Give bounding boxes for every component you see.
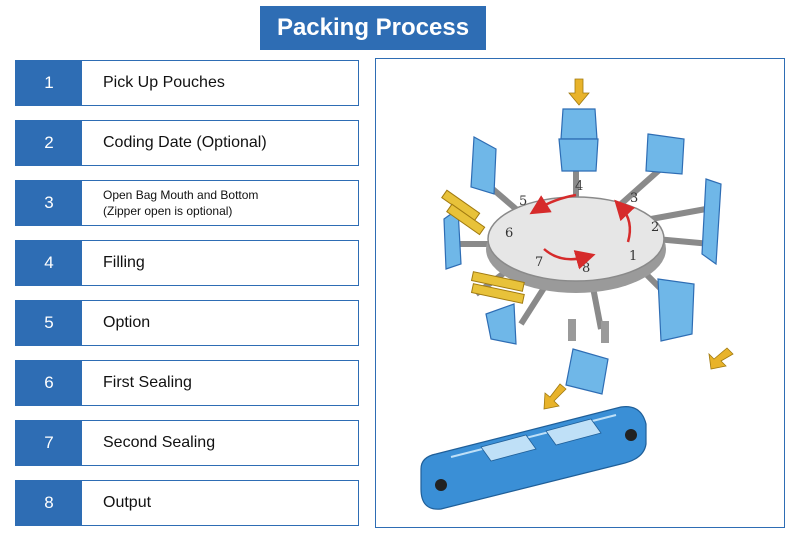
step-label: Coding Date (Optional) [103,134,267,152]
sealing-bar [470,283,525,304]
conveyor-belt [420,406,647,510]
step-number: 4 [16,241,82,285]
step-row-7: 7 Second Sealing [15,420,359,466]
station-number-7: 7 [535,255,543,270]
step-label-line-2: (Zipper open is optional) [103,204,233,218]
pouch-icon [558,138,599,172]
step-label: Second Sealing [103,434,216,452]
turntable [487,196,665,282]
station-number-2: 2 [651,220,659,235]
step-row-5: 5 Option [15,300,359,346]
rotation-arrow [543,248,596,270]
step-label: Pick Up Pouches [103,74,225,92]
sealing-bar [470,271,525,292]
sealing-bar [446,203,486,236]
step-label: Option [103,314,151,332]
step-row-6: 6 First Sealing [15,360,359,406]
step-number: 2 [16,121,82,165]
output-conveyor [420,406,647,510]
step-number: 6 [16,361,82,405]
step-row-2: 2 Coding Date (Optional) [15,120,359,166]
step-number: 5 [16,301,82,345]
step-label: Filling [103,254,145,272]
gripper [568,319,576,341]
station-pickup-pouch [560,108,598,140]
pouch-on-conveyor [480,434,537,462]
station-number-3: 3 [630,191,638,206]
rotation-arrow [614,199,636,243]
input-arrow-icon [708,347,734,370]
step-row-1: 1 Pick Up Pouches [15,60,359,106]
station-number-5: 5 [519,194,527,209]
station-second-sealing-pouch [485,303,517,345]
step-label: First Sealing [103,374,192,392]
step-row-3: 3 Open Bag Mouth and Bottom (Zipper open… [15,180,359,226]
conveyor-roller [625,429,637,441]
station-number-1: 1 [629,249,637,264]
output-pouch [565,348,609,395]
station-number-6: 6 [505,226,513,241]
station-coding-pouch [645,133,685,175]
step-label-line-1: Open Bag Mouth and Bottom [103,187,259,202]
rotation-arrow [529,193,577,215]
step-number: 7 [16,421,82,465]
station-number-4: 4 [575,179,583,194]
station-option-pouch [470,136,497,195]
diagram-svg: 1 2 3 4 5 6 7 8 [420,78,734,510]
step-row-8: 8 Output [15,480,359,526]
station-filling-pouch [657,278,695,342]
step-number: 8 [16,481,82,525]
step-label: Open Bag Mouth and Bottom (Zipper open i… [82,181,358,225]
step-number: 1 [16,61,82,105]
rotary-packing-machine-diagram: 1 2 3 4 5 6 7 8 [375,58,785,528]
station-open-pouch [701,178,722,266]
input-arrow-icon [568,78,590,106]
step-label: Output [103,494,152,512]
step-row-4: 4 Filling [15,240,359,286]
conveyor-roller [435,479,447,491]
output-arrow-icon [543,383,567,410]
gripper [601,321,609,343]
page-title: Packing Process [260,6,486,50]
step-number: 3 [16,181,82,225]
station-number-8: 8 [582,261,590,276]
pouch-on-conveyor [545,418,602,446]
